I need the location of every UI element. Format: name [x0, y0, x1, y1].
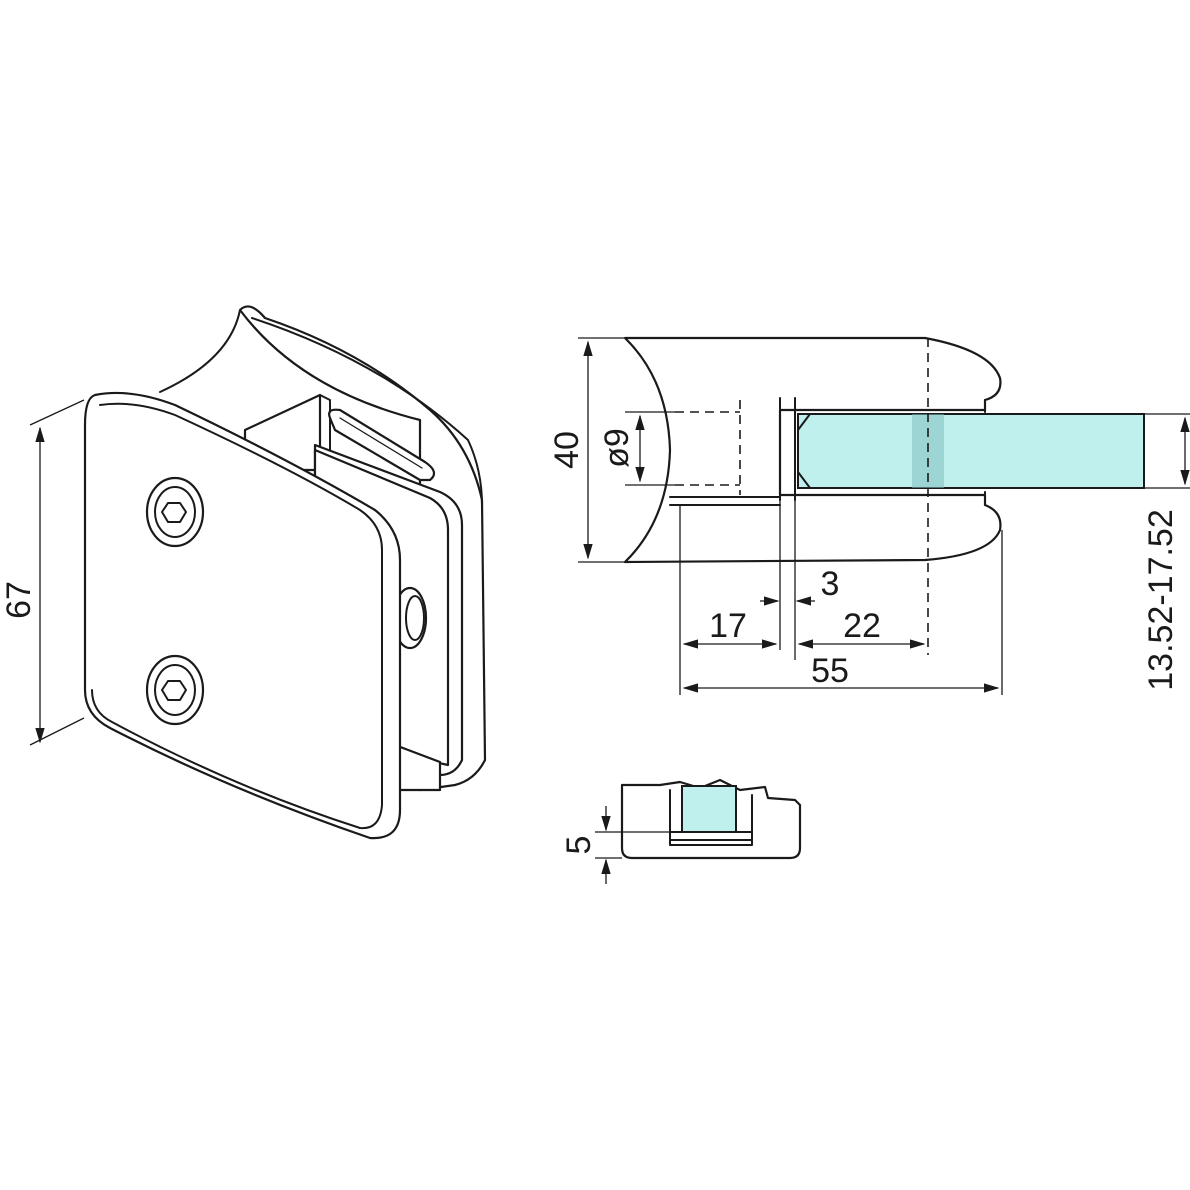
dim-9-label: ø9 — [598, 428, 636, 468]
glass-bevel — [797, 413, 811, 489]
dim-67-ext-bottom — [29, 717, 85, 746]
rear-body-edge — [319, 394, 331, 471]
dim-17-label: 17 — [709, 607, 747, 645]
section-glass — [681, 785, 737, 833]
section-inner-left — [669, 789, 753, 846]
side-view: 40 ø9 3 17 22 55 13.52-17.52 — [548, 336, 1190, 695]
glass-panel — [797, 413, 1145, 489]
dim-5-label: 5 — [560, 836, 598, 855]
dim-22-label: 22 — [843, 607, 881, 645]
bottom-screw — [145, 654, 205, 726]
top-screw — [145, 476, 205, 548]
dim-3-label: 3 — [821, 565, 840, 603]
dim-55-label: 55 — [811, 652, 849, 690]
dim-40-label: 40 — [548, 431, 586, 469]
dim-glass-label: 13.52-17.52 — [1142, 509, 1180, 691]
side-bolt-hole-inner — [405, 595, 425, 641]
top-slot-inner — [339, 417, 423, 469]
isometric-view: 67 — [0, 305, 487, 840]
saddle-curve — [159, 309, 241, 393]
section-view: 5 — [560, 778, 802, 884]
saddle-inner-edge — [251, 317, 483, 506]
dim-67-ext-top — [29, 399, 85, 426]
dim-67-label: 67 — [0, 581, 38, 619]
front-plate-inner — [91, 402, 383, 830]
